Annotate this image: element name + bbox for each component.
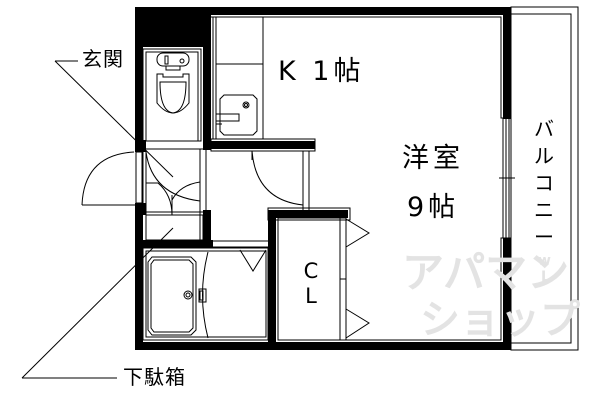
callout-lines [21,60,174,379]
kitchen-sink-icon [215,94,258,136]
bathroom-fixtures [147,249,267,339]
kitchen-label: K 1帖 [278,56,365,87]
watermark-suffix-l: L [541,269,550,285]
watermark-line2: ショップ [420,297,580,343]
watermark-line1: アパマン [402,248,570,297]
toilet-icon [156,52,190,114]
balcony-char: バ [534,117,554,141]
entrance-door [81,151,143,206]
exterior-walls [135,7,511,350]
western-room-name: 洋室 [402,143,464,174]
interior-walls [135,7,348,350]
closet-label-c: C [303,259,319,283]
western-room-size: 9帖 [407,192,460,223]
bathtub-icon [147,256,197,336]
entrance-label: 玄関 [82,47,124,71]
balcony-char: コ [534,171,554,195]
balcony-label: バ ル コ ニ ー [534,116,554,251]
balcony-char: ニ [534,198,554,222]
balcony-char: ル [534,144,554,168]
closet-label-l: L [305,284,317,309]
room-door [251,150,304,206]
shoe-cabinet-label: 下駄箱 [123,365,186,389]
balcony-char: ー [534,225,554,249]
shoe-cabinet-doors [145,151,201,216]
inner-outlines [142,6,579,351]
closet-label: C L [300,259,322,309]
watermark-suffix-w: w [538,253,551,269]
closet-doors [345,218,370,339]
